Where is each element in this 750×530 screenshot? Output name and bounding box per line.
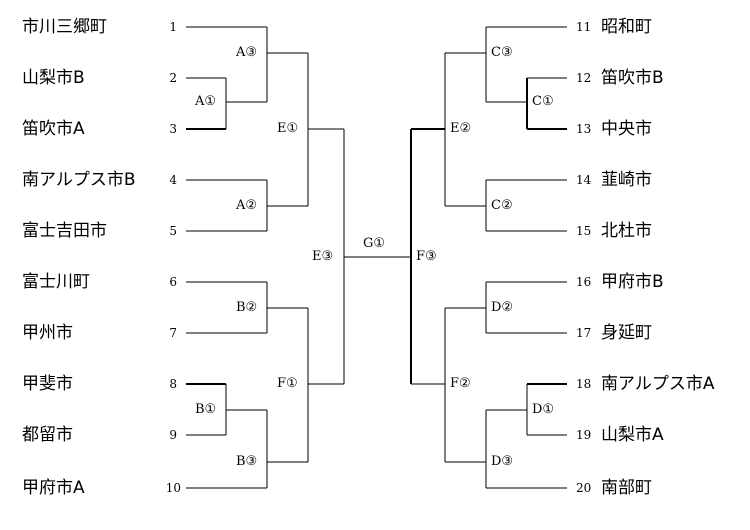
seed-number: 3: [169, 122, 177, 136]
match-label-b3: B③: [235, 454, 259, 470]
match-label-e1: E①: [276, 121, 300, 137]
team-name: 富士川町: [22, 272, 90, 292]
team-name: 身延町: [601, 323, 652, 343]
seed-number: 7: [169, 326, 177, 340]
match-label-f2: F②: [449, 376, 472, 392]
team-name: 甲州市: [22, 323, 73, 343]
team-name: 南アルプス市A: [601, 374, 715, 394]
seed-number: 9: [169, 428, 177, 442]
team-name: 中央市: [601, 119, 652, 139]
seed-number: 17: [576, 326, 592, 340]
match-label-c2: C②: [490, 198, 514, 214]
seed-number: 11: [576, 20, 592, 34]
seed-number: 15: [576, 224, 592, 238]
seed-number: 2: [169, 71, 177, 85]
match-label-c1: C①: [531, 94, 555, 110]
match-label-d3: D③: [490, 454, 515, 470]
team-name: 富士吉田市: [22, 221, 107, 241]
team-name: 笛吹市B: [601, 68, 664, 88]
match-label-g1: G①: [362, 236, 387, 252]
seed-number: 18: [576, 377, 592, 391]
match-label-c3: C③: [490, 45, 514, 61]
seed-number: 10: [165, 481, 181, 495]
seed-number: 13: [576, 122, 592, 136]
team-name: 山梨市A: [601, 425, 664, 445]
team-name: 甲斐市: [22, 374, 73, 394]
match-label-e3: E③: [311, 249, 335, 265]
match-label-f3: F③: [415, 249, 438, 265]
seed-number: 16: [576, 275, 592, 289]
match-label-b1: B①: [194, 402, 218, 418]
team-name: 北杜市: [601, 221, 652, 241]
seed-number: 20: [576, 481, 592, 495]
team-name: 市川三郷町: [22, 17, 107, 37]
team-name: 笛吹市A: [22, 119, 85, 139]
team-name: 山梨市B: [22, 68, 85, 88]
match-label-b2: B②: [235, 300, 259, 316]
team-name: 甲府市B: [601, 272, 664, 292]
match-label-d1: D①: [531, 402, 556, 418]
seed-number: 5: [169, 224, 177, 238]
seed-number: 4: [169, 173, 177, 187]
match-label-e2: E②: [449, 121, 473, 137]
team-name: 甲府市A: [22, 478, 85, 498]
match-label-a2: A②: [235, 198, 259, 214]
match-label-d2: D②: [490, 300, 515, 316]
team-name: 都留市: [22, 425, 73, 445]
seed-number: 12: [576, 71, 592, 85]
seed-number: 6: [169, 275, 177, 289]
seed-number: 8: [169, 377, 177, 391]
seed-number: 19: [576, 428, 592, 442]
match-label-f1: F①: [276, 376, 299, 392]
match-label-a3: A③: [235, 45, 259, 61]
match-label-a1: A①: [194, 94, 218, 110]
seed-number: 14: [576, 173, 592, 187]
team-name: 南アルプス市B: [22, 170, 136, 190]
seed-number: 1: [169, 20, 177, 34]
team-name: 昭和町: [601, 17, 652, 37]
team-name: 韮崎市: [601, 170, 652, 190]
team-name: 南部町: [601, 478, 652, 498]
